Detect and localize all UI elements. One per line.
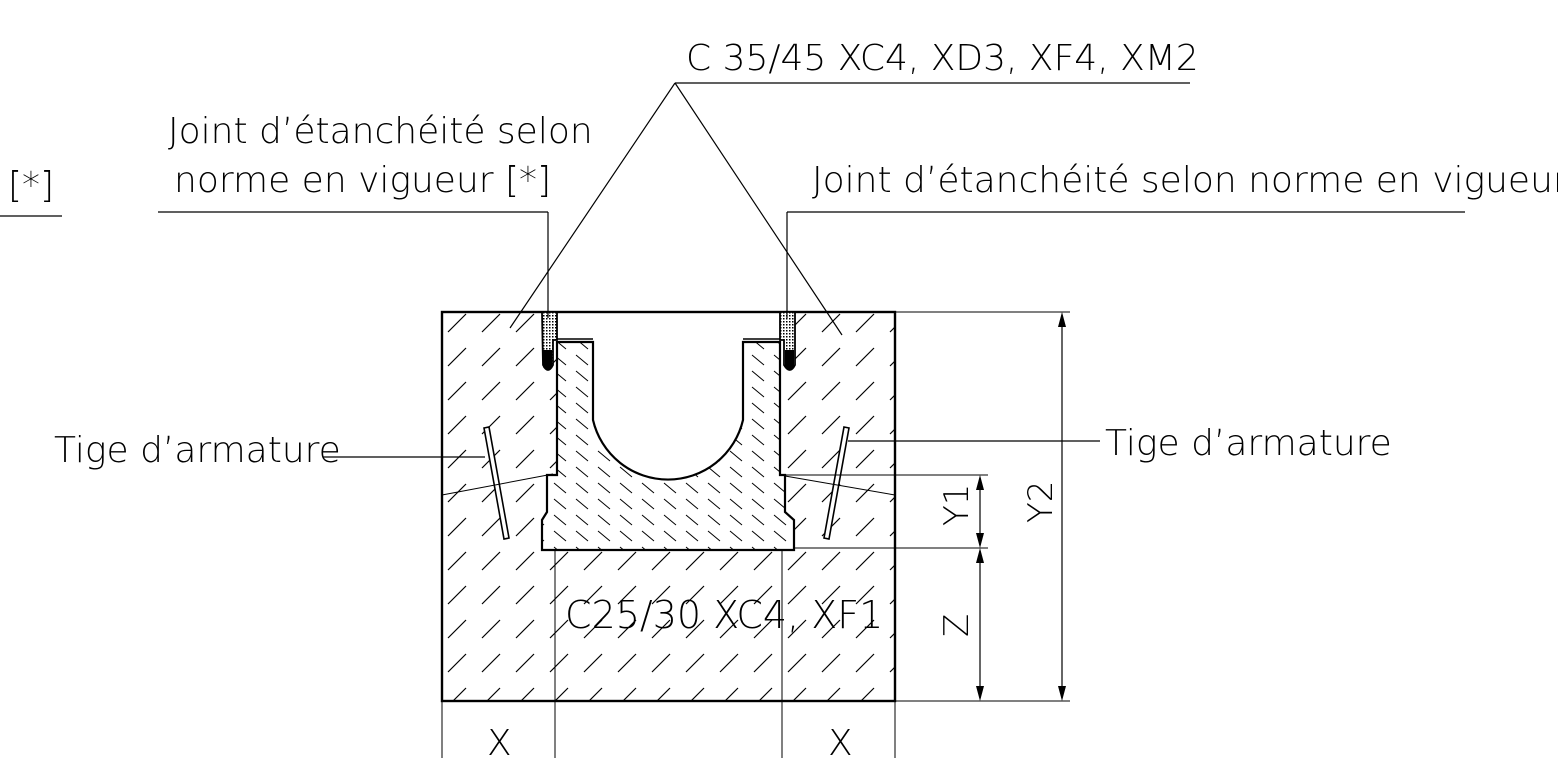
leader-lines — [0, 82, 1465, 458]
concrete-class-top-label: C 35/45 XC4, XD3, XF4, XM2 — [686, 38, 1199, 79]
joint-right-label: Joint d’étanchéité selon norme en vigueu… — [812, 160, 1558, 201]
far-left-fragment-label: [*] — [8, 165, 54, 206]
dim-y2-label: Y2 — [1021, 481, 1061, 523]
dim-x-right-label: X — [828, 723, 853, 758]
channel-body — [540, 338, 796, 552]
dim-z-label: Z — [937, 614, 977, 637]
rebar-left-label: Tige d’armature — [54, 430, 341, 471]
rebar-right — [823, 426, 850, 540]
dimensions — [785, 311, 1070, 702]
concrete-class-bottom-label: C25/30 XC4, XF1 — [565, 593, 883, 637]
rebar-left — [483, 426, 510, 540]
joint-left-label-line2: norme en vigueur [*] — [174, 160, 551, 201]
rebar-right-label: Tige d’armature — [1105, 423, 1392, 464]
dim-y1-label: Y1 — [937, 484, 977, 526]
sealing-joint-left — [541, 311, 558, 371]
sealing-joint-right — [779, 311, 796, 371]
dim-x-left-label: X — [487, 723, 512, 758]
joint-left-label-line1: Joint d’étanchéité selon — [168, 111, 593, 152]
